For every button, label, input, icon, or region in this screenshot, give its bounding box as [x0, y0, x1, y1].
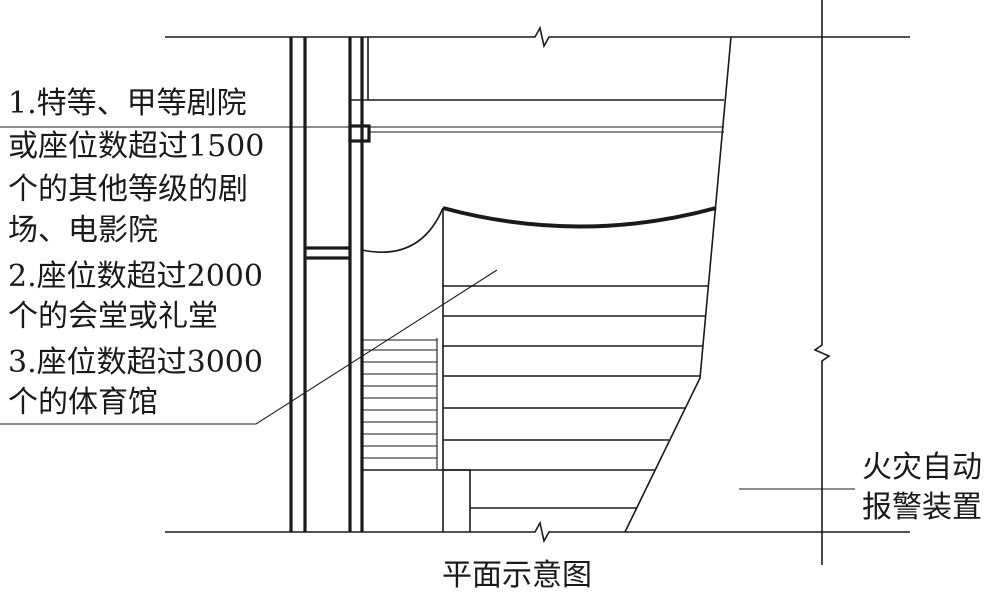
occupancy-label-line-8: 个的体育馆 — [8, 385, 158, 420]
leader-line-occupancy — [0, 269, 498, 425]
occupancy-label-line-6: 个的会堂或礼堂 — [8, 299, 218, 334]
lower-room-outline — [362, 469, 471, 532]
occupancy-label-line-3: 个的其他等级的剧 — [8, 172, 248, 207]
occupancy-label-line-5: 2.座位数超过2000 — [8, 259, 263, 294]
occupancy-label-line-4: 场、电影院 — [8, 213, 158, 248]
diagram-caption: 平面示意图 — [442, 558, 592, 593]
seating-rows — [443, 285, 708, 509]
occupancy-label-line-1: 1.特等、甲等剧院 — [8, 86, 247, 121]
occupancy-label-line-2: 或座位数超过1500 — [8, 129, 265, 164]
top-break-line — [165, 25, 910, 49]
right-slanted-wall — [624, 36, 732, 533]
alarm-device-label-line-2: 报警装置 — [862, 490, 982, 525]
smoke-detector-box — [348, 124, 371, 143]
side-stairs — [362, 338, 470, 471]
proscenium-left-curve — [361, 207, 444, 253]
alarm-device-label-line-1: 火灾自动 — [862, 450, 982, 485]
right-break-line — [813, 0, 831, 565]
occupancy-label-line-7: 3.座位数超过3000 — [8, 345, 263, 380]
auditorium-front-curve — [442, 206, 717, 229]
bottom-break-line — [165, 520, 910, 544]
